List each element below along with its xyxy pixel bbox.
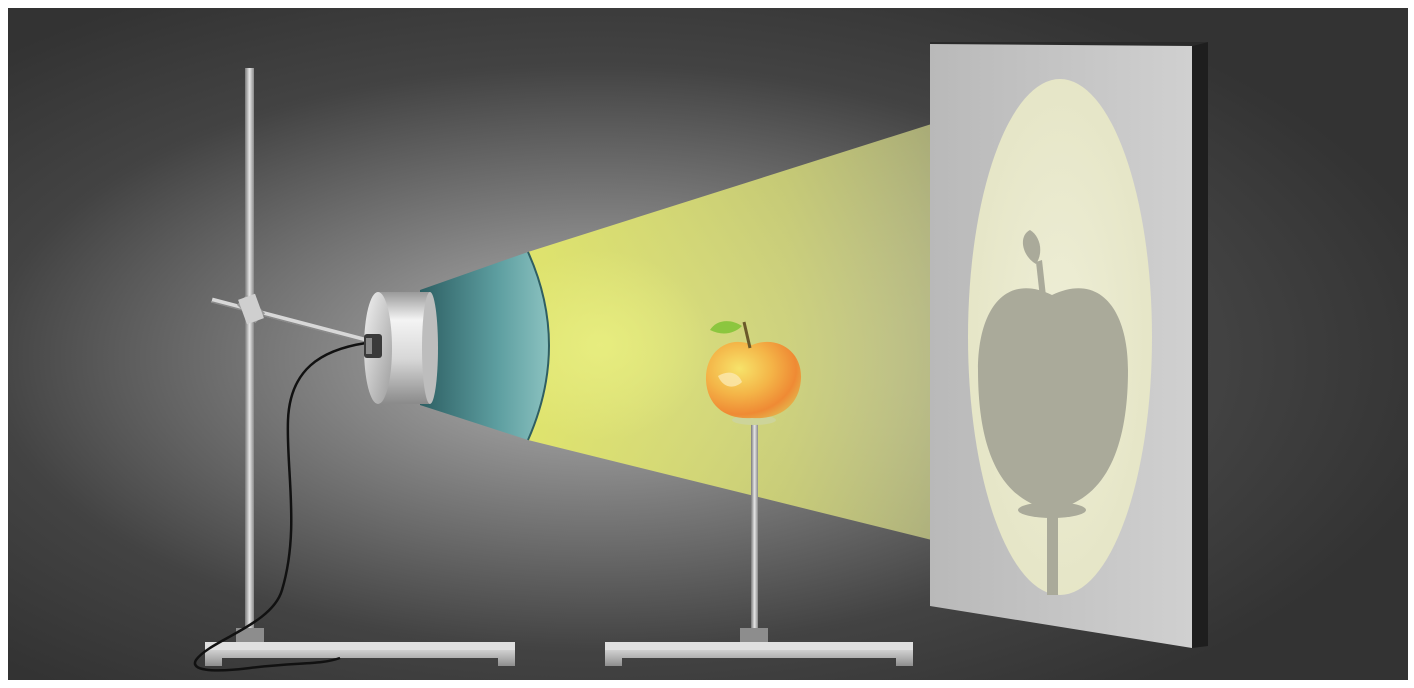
stand-rod [245, 68, 254, 640]
apple-stand-collar [740, 628, 768, 642]
lamp-socket-highlight [366, 338, 372, 354]
screen-side [1192, 42, 1208, 648]
lamp-front-edge [422, 292, 438, 404]
apple-shadow-stand [1047, 505, 1058, 595]
apple-shadow-plate [1018, 502, 1086, 518]
projection-screen-icon [930, 42, 1208, 648]
apple-stand-base-top [605, 642, 913, 650]
apple-stand-rod [751, 420, 758, 638]
lamp-icon [364, 292, 438, 404]
stand-base-top [205, 642, 515, 650]
